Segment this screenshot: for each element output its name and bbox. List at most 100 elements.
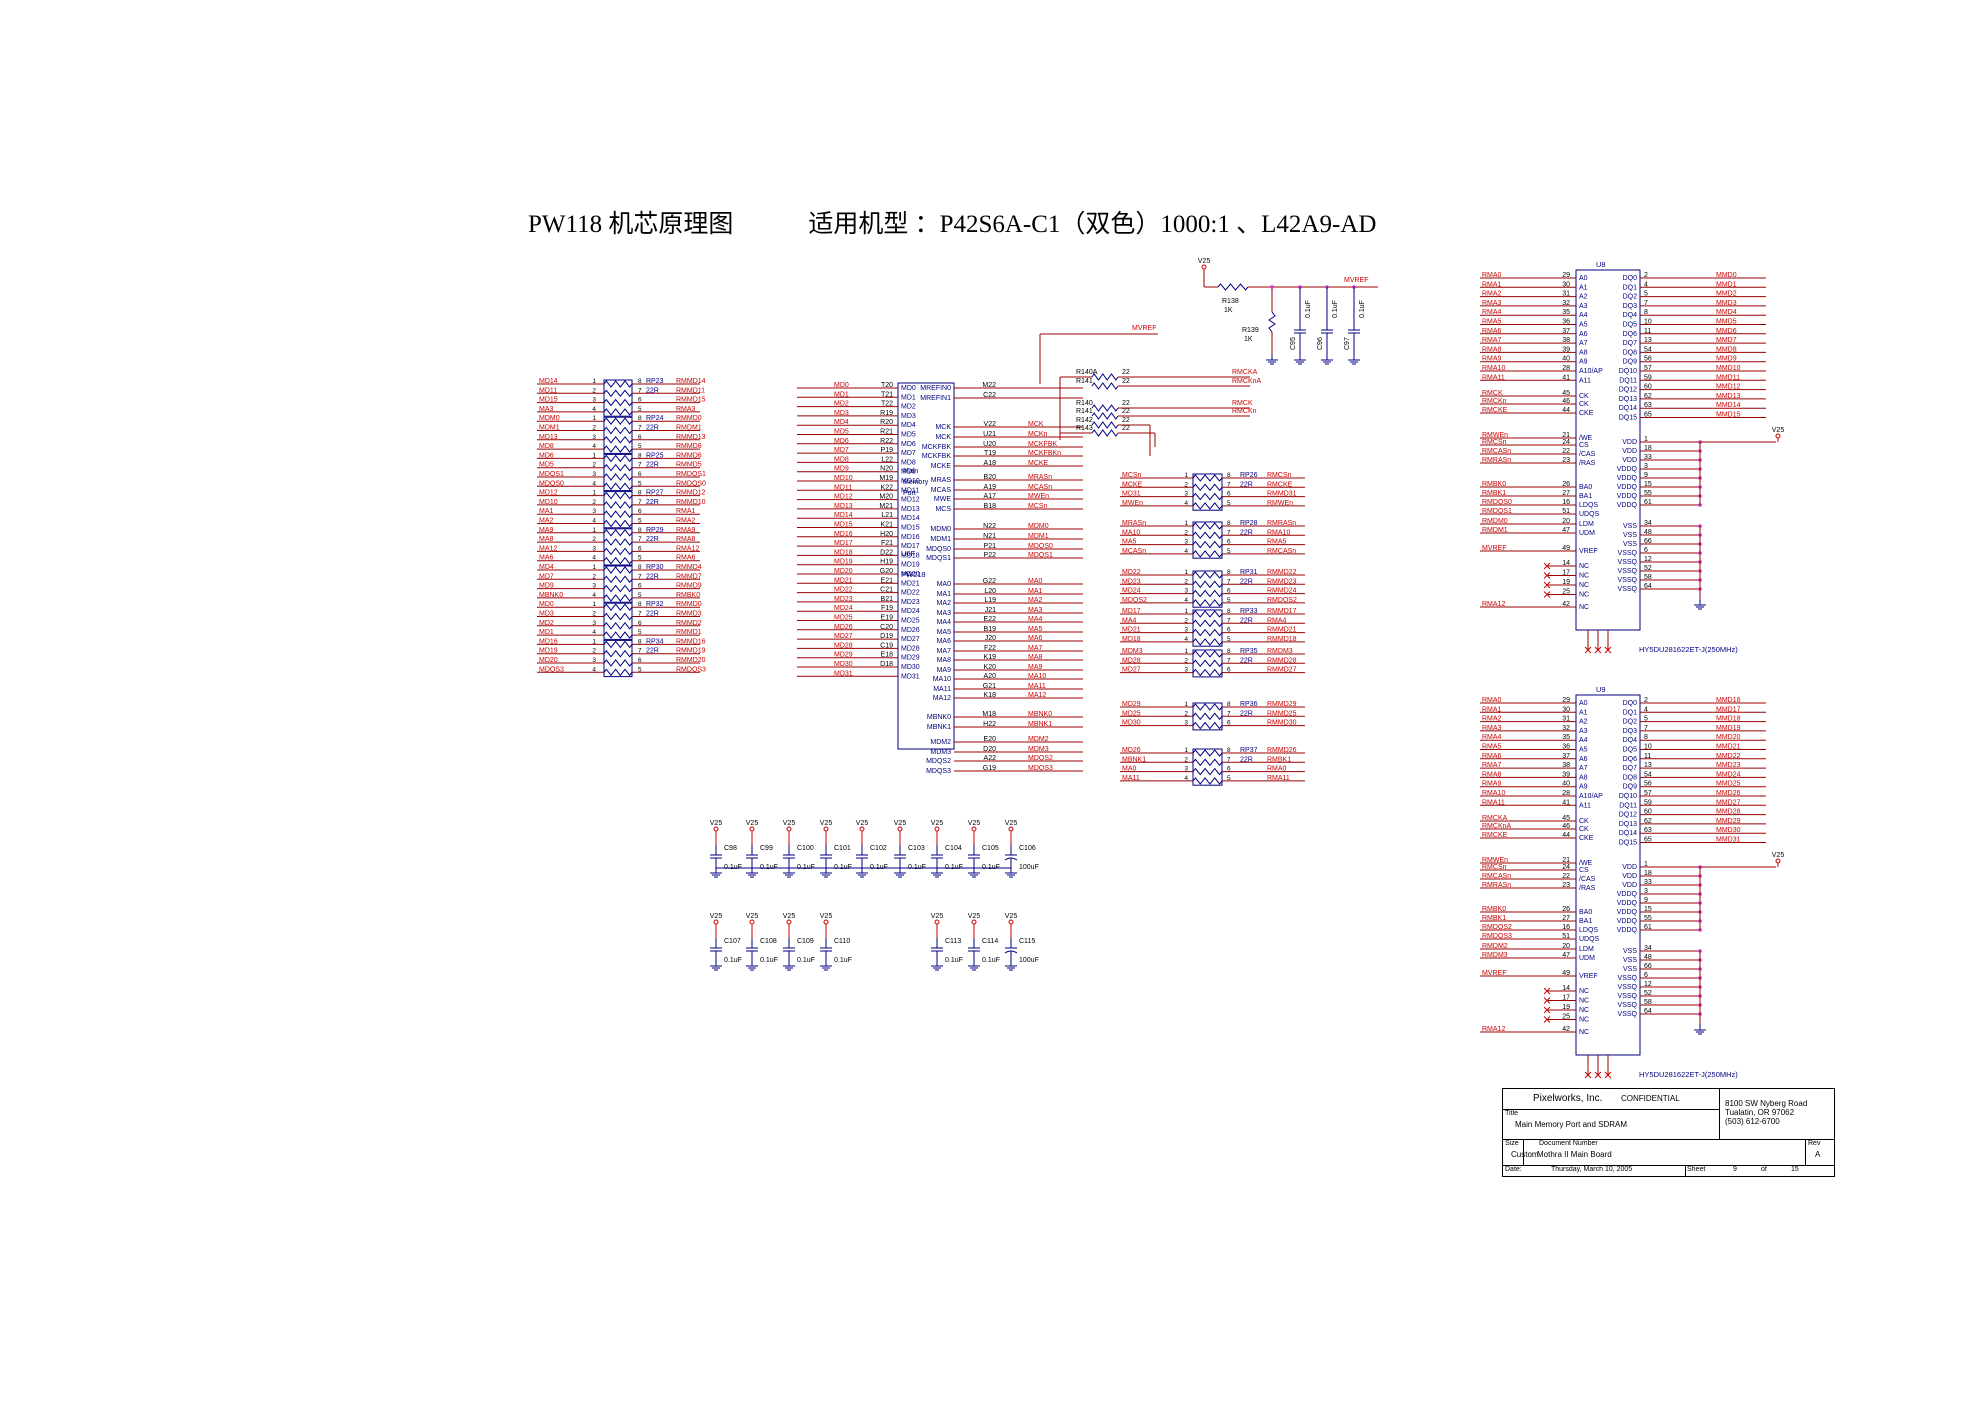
net-label: MD2 [834, 401, 849, 408]
pin-number: 1 [1184, 520, 1188, 527]
resistor-pack-value: 22R [1240, 529, 1253, 536]
resistor-element [1192, 522, 1223, 530]
net-label: RMMD4 [676, 564, 702, 571]
pin-number: 46 [1562, 398, 1570, 405]
pin-number: 58 [1644, 574, 1652, 581]
pin-name: DQ6 [1623, 756, 1638, 763]
pin-number: 20 [1562, 518, 1570, 525]
pin-number: 2 [592, 611, 596, 618]
net-label: MA6 [1028, 635, 1043, 642]
pin-number: 41 [1562, 799, 1570, 806]
pin-number: 61 [1644, 499, 1652, 506]
pin-name: DQ0 [1623, 275, 1638, 282]
net-label: MA8 [1028, 654, 1043, 661]
resistor-pack [1192, 748, 1223, 786]
pin-number: 30 [1562, 281, 1570, 288]
pin-number: 21 [1562, 857, 1570, 864]
resistor-pack-ref: RP28 [1240, 520, 1258, 527]
pin-name: DQ3 [1623, 728, 1638, 735]
pin-name: VDDQ [1617, 891, 1638, 898]
pin-number: 1 [1184, 472, 1188, 479]
pin-number: 3 [1184, 627, 1188, 634]
pin-name: BA1 [1579, 493, 1592, 500]
resistor-element [603, 528, 633, 537]
net-label: RMA1 [1482, 281, 1502, 288]
pin-number: 11 [1644, 328, 1651, 335]
resistor-value: 22 [1122, 378, 1130, 385]
pin-name: MREFIN0 [920, 385, 951, 392]
pin-number: A20 [984, 673, 997, 680]
net-label: MD23 [1122, 578, 1141, 585]
net-label: RMBK1 [1482, 915, 1506, 922]
pin-number: 19 [1562, 579, 1570, 586]
resistor-ref: R139 [1242, 327, 1259, 334]
pin-name: A5 [1579, 322, 1588, 329]
net-label: MA1 [539, 508, 554, 515]
supply-label: V25 [783, 913, 796, 920]
net-label: MD30 [1122, 720, 1141, 727]
resistor-element [1091, 429, 1119, 437]
pin-name: LDM [1579, 946, 1594, 953]
pin-name: MCKFBK [922, 453, 952, 460]
pin-number: 6 [638, 545, 642, 552]
pin-name: VDDQ [1617, 900, 1638, 907]
net-label: RMMD17 [1267, 608, 1297, 615]
resistor-element [1192, 650, 1223, 658]
chip-ref: U6F [901, 549, 916, 558]
resistor-element [603, 454, 633, 463]
net-label: RMCKE [1482, 407, 1508, 414]
capacitor-ref: C103 [908, 845, 925, 852]
net-label: MVREF [1482, 545, 1507, 552]
pin-number: 7 [1644, 300, 1648, 307]
pin-number: 1 [592, 527, 596, 534]
resistor-pack-ref: RP32 [646, 601, 664, 608]
pin-number: 3 [592, 471, 596, 478]
pin-name: VSS [1623, 948, 1637, 955]
pin-name: MA0 [937, 581, 952, 588]
pin-number: J21 [985, 607, 996, 614]
pin-number: 2 [592, 499, 596, 506]
pin-name: NC [1579, 988, 1589, 995]
pin-name: A7 [1579, 765, 1588, 772]
pin-number: 5 [1227, 775, 1231, 782]
net-label: MCKE [1028, 460, 1049, 467]
pin-number: 3 [592, 434, 596, 441]
pin-number: 2 [1184, 756, 1188, 763]
pin-number: 46 [1562, 823, 1570, 830]
resistor-element [603, 408, 633, 416]
net-label: MA4 [1028, 616, 1043, 623]
resistor-element [603, 594, 633, 602]
net-label: MMD9 [1716, 356, 1737, 363]
net-label: RMCKE [1267, 481, 1293, 488]
resistor-element [603, 566, 633, 574]
net-label: MMD14 [1716, 402, 1741, 409]
net-label: RMMD19 [676, 648, 706, 655]
pin-name: BA1 [1579, 918, 1592, 925]
pin-number: 8 [1644, 734, 1648, 741]
resistor-pack-ref: RP31 [1240, 569, 1258, 576]
pin-number: 2 [1184, 657, 1188, 664]
pin-number: 33 [1644, 454, 1652, 461]
net-label: RMMD12 [676, 490, 706, 497]
net-label: RMCSn [1267, 472, 1292, 479]
pin-name: A11 [1579, 377, 1591, 384]
pin-number: 5 [1644, 716, 1648, 723]
pin-name: DQ7 [1623, 340, 1638, 347]
net-label: MD10 [539, 499, 558, 506]
pin-name: MD7 [901, 450, 916, 457]
supply-icon [1201, 264, 1207, 270]
net-label: RMA8 [676, 536, 696, 543]
net-label: MWEn [1028, 493, 1049, 500]
size-label: Size [1505, 1140, 1519, 1147]
net-label: MWEn [1122, 500, 1143, 507]
net-label: MA9 [1028, 664, 1043, 671]
supply-icon [823, 826, 829, 832]
pin-number: 15 [1644, 906, 1652, 913]
net-label: MMD18 [1716, 716, 1741, 723]
net-label: RMCASn [1267, 548, 1296, 555]
pin-number: E18 [881, 652, 894, 659]
resistor-element [603, 668, 633, 677]
pin-name: MD18 [901, 552, 920, 559]
resistor-ref: R141 [1076, 408, 1093, 415]
pin-name: VDD [1622, 457, 1637, 464]
